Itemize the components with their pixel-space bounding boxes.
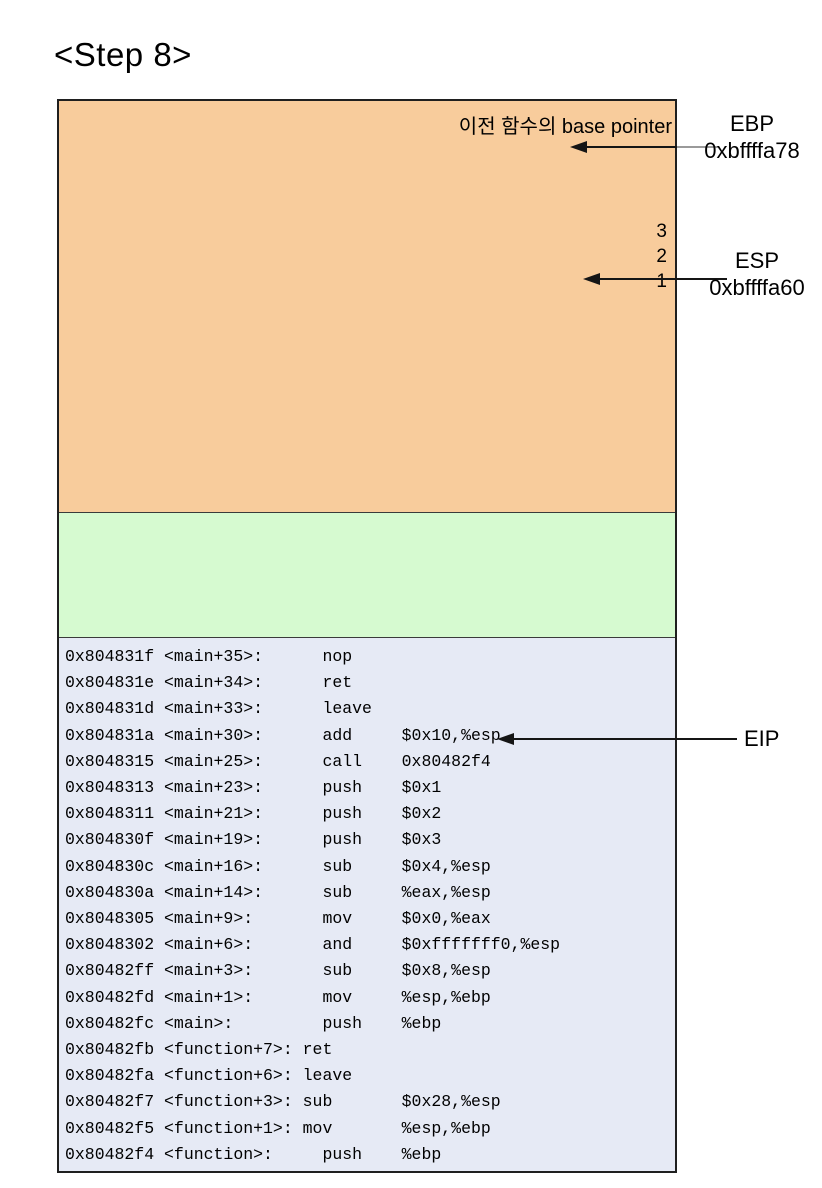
disassembly-line: 0x804830f <main+19>: push $0x3 (65, 830, 442, 850)
disassembly-line: 0x80482fc <main>: push %ebp (65, 1013, 442, 1033)
page-title: <Step 8> (54, 36, 192, 73)
disassembly-line: 0x8048311 <main+21>: push $0x2 (65, 804, 442, 824)
disassembly-line: 0x80482f7 <function+3>: sub $0x28,%esp (65, 1092, 501, 1112)
disassembly-line: 0x80482f4 <function>: push %ebp (65, 1144, 442, 1164)
disassembly-listing: 0x804831f <main+35>: nop 0x804831e <main… (65, 644, 560, 1168)
disassembly-line: 0x804831a <main+30>: add $0x10,%esp (65, 725, 501, 745)
disassembly-line: 0x804831e <main+34>: ret (65, 673, 353, 693)
ebp-register-label: EBP 0xbffffa78 (682, 110, 822, 164)
disassembly-line: 0x804830a <main+14>: sub %eax,%esp (65, 882, 491, 902)
disassembly-line: 0x804830c <main+16>: sub $0x4,%esp (65, 856, 491, 876)
previous-stack-frame-section: 이전 함수의 base pointer 3 2 1 (59, 101, 675, 512)
memory-stack-box: 이전 함수의 base pointer 3 2 1 0x804831f <mai… (57, 99, 677, 1173)
ebp-name: EBP (729, 111, 775, 136)
empty-stack-section (59, 512, 675, 638)
disassembly-line: 0x80482fb <function+7>: ret (65, 1040, 333, 1060)
disassembly-section: 0x804831f <main+35>: nop 0x804831e <main… (59, 638, 675, 1171)
ebp-address: 0xbffffa78 (704, 138, 800, 163)
left-arrowhead-icon (583, 273, 600, 285)
disassembly-line: 0x80482f5 <function+1>: mov %esp,%ebp (65, 1118, 491, 1138)
push-order-values: 3 2 1 (656, 219, 667, 294)
disassembly-line: 0x80482fa <function+6>: leave (65, 1066, 353, 1086)
disassembly-line: 0x804831d <main+33>: leave (65, 699, 372, 719)
left-arrowhead-icon (497, 733, 514, 745)
esp-address: 0xbffffa60 (709, 275, 805, 300)
esp-name: ESP (734, 248, 780, 273)
disassembly-line: 0x80482ff <main+3>: sub $0x8,%esp (65, 961, 491, 981)
eip-name: EIP (744, 726, 780, 751)
push-order-value: 2 (656, 246, 667, 267)
disassembly-line: 0x804831f <main+35>: nop (65, 647, 353, 666)
disassembly-line: 0x8048302 <main+6>: and $0xfffffff0,%esp (65, 935, 561, 955)
prev-frame-base-pointer-label: 이전 함수의 base pointer (458, 116, 672, 138)
push-order-value: 1 (656, 271, 667, 292)
push-order-value: 3 (656, 221, 667, 242)
left-arrowhead-icon (570, 141, 587, 153)
disassembly-line: 0x80482fd <main+1>: mov %esp,%ebp (65, 987, 491, 1007)
disassembly-line: 0x8048305 <main+9>: mov $0x0,%eax (65, 909, 491, 929)
disassembly-line: 0x8048313 <main+23>: push $0x1 (65, 778, 442, 798)
eip-register-label: EIP (744, 725, 779, 752)
disassembly-line: 0x8048315 <main+25>: call 0x80482f4 (65, 751, 491, 771)
esp-register-label: ESP 0xbffffa60 (692, 247, 822, 301)
